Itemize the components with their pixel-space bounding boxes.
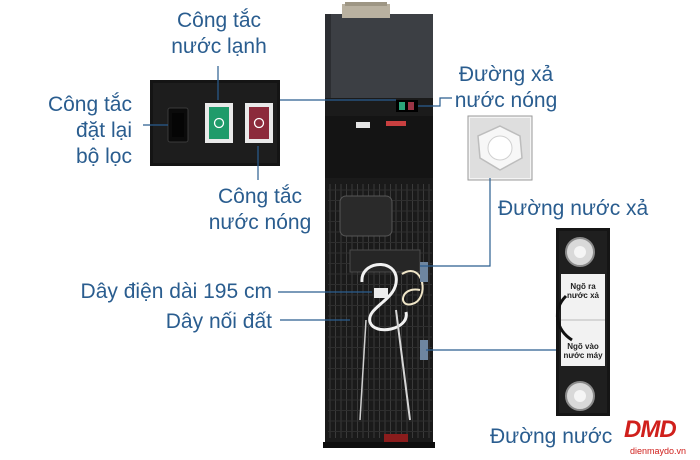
dispenser-lid [342, 4, 390, 18]
label-hot-drain: Đường xả nước nóng [438, 62, 574, 114]
label-drain-line: Đường nước xả [498, 197, 649, 220]
label-filter-reset-line-3: bộ lọc [75, 145, 132, 168]
dispenser-top-cover [325, 14, 433, 98]
label-hot-switch: Công tắc nước nóng [190, 184, 330, 236]
label-hot-drain-line-2: nước nóng [454, 89, 558, 112]
label-filter-reset-line-2: đặt lại [75, 119, 132, 142]
power-cord-coil [360, 263, 408, 332]
hot-drain-zoom [467, 115, 533, 181]
tag-inlet: Ngõ vào nước máy [562, 342, 604, 360]
label-filter-reset: Công tắc đặt lại bộ lọc [16, 92, 132, 170]
dispenser-rear-view [323, 2, 435, 448]
leader-drain-line [420, 178, 491, 267]
switch-zoom-panel [150, 80, 280, 166]
label-filter-reset-line-1: Công tắc [47, 93, 132, 116]
leader-hot-drain [418, 97, 452, 107]
compressor [339, 195, 393, 237]
label-hot-drain-line-1: Đường xả [458, 63, 554, 86]
dmd-site: dienmaydo.vn [630, 446, 687, 456]
label-cold-switch-line-1: Công tắc [176, 9, 262, 32]
leader-lines [143, 66, 556, 351]
dmd-logo: DMD [624, 416, 677, 443]
tag-outlet-line-2: nước xả [567, 291, 599, 300]
tag-outlet-line-1: Ngõ ra [570, 282, 596, 291]
label-cold-switch: Công tắc nước lạnh [154, 8, 284, 60]
label-water-line: Đường nước [490, 425, 613, 448]
dispenser-base [323, 442, 435, 448]
power-plug [374, 288, 388, 298]
label-hot-switch-line-2: nước nóng [208, 211, 312, 234]
label-power-cord: Dây điện dài 195 cm [80, 280, 272, 303]
water-connection-panel [556, 228, 610, 416]
tag-inlet-line-1: Ngõ vào [567, 342, 599, 351]
label-hot-switch-line-1: Công tắc [217, 185, 303, 208]
label-ground-wire: Dây nối đất [165, 310, 272, 333]
tag-inlet-line-2: nước máy [563, 351, 603, 360]
label-cold-switch-line-2: nước lạnh [171, 35, 267, 58]
tag-outlet: Ngõ ra nước xả [562, 282, 604, 300]
rating-label [356, 122, 370, 128]
